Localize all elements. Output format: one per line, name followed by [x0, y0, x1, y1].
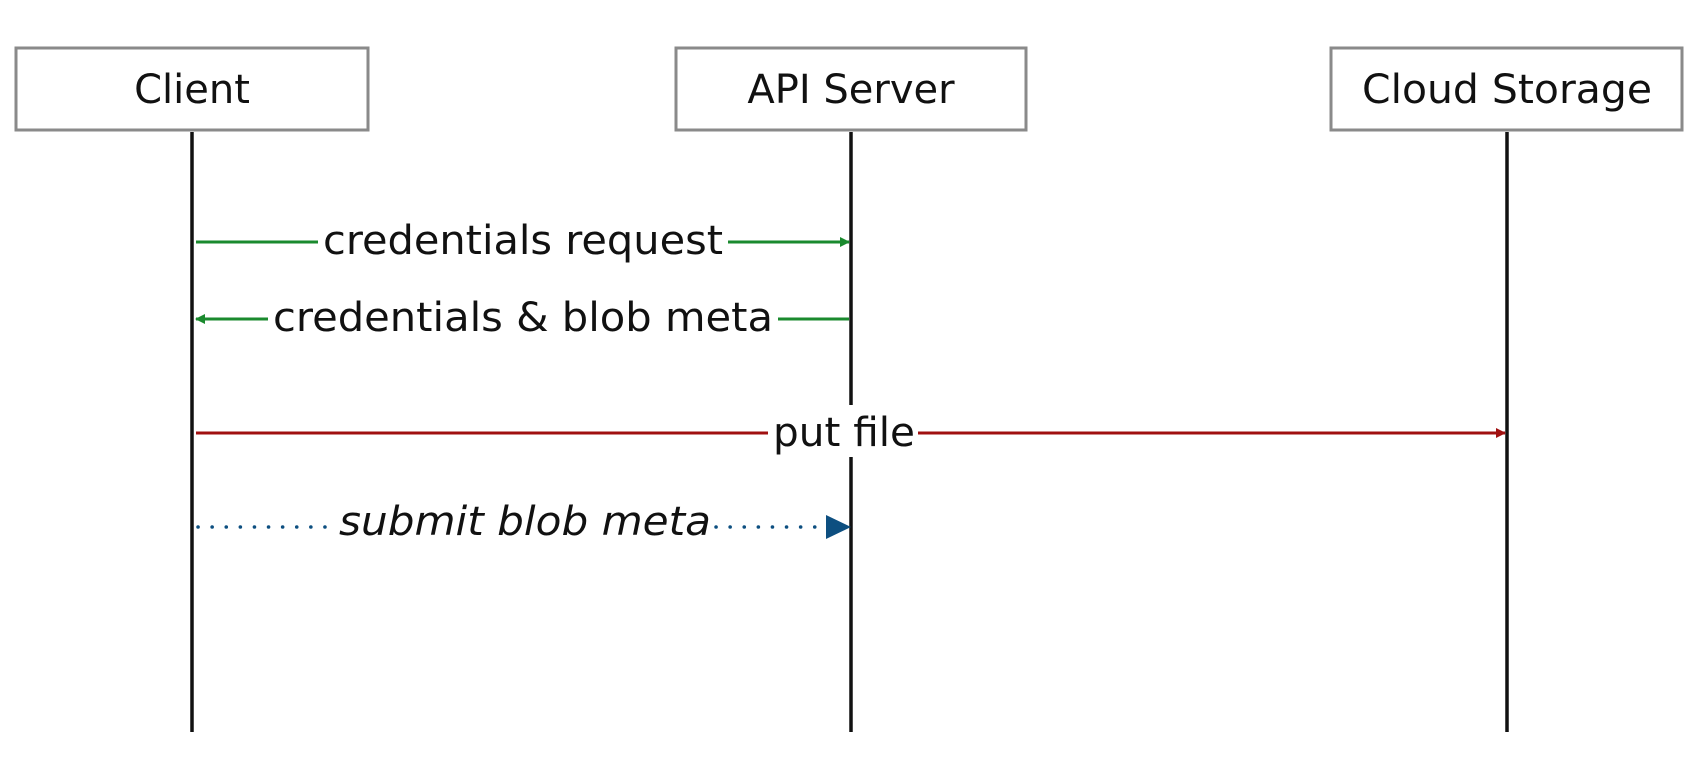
participant-client-box	[14, 46, 370, 132]
message-put-file-label-bg	[772, 405, 914, 457]
message-credentials-blob-meta: credentials & blob meta	[195, 295, 849, 341]
message-put-file: put file	[196, 405, 1506, 457]
message-submit-blob-meta-label: submit blob meta	[339, 499, 711, 545]
message-submit-blob-meta-arrowhead	[826, 515, 851, 539]
participant-cloud-storage-box	[1329, 46, 1684, 132]
message-credentials-request-label: credentials request	[323, 218, 723, 264]
participant-api-server-label: API Server	[747, 67, 955, 113]
message-credentials-request: credentials request	[196, 218, 850, 264]
message-credentials-blob-meta-label: credentials & blob meta	[273, 295, 773, 341]
participant-api-server: API Server	[674, 46, 1028, 132]
participant-cloud-storage: Cloud Storage	[1329, 46, 1684, 132]
participant-client: Client	[14, 46, 370, 132]
participant-client-label: Client	[134, 67, 250, 113]
participant-api-server-box	[674, 46, 1028, 132]
participant-cloud-storage-label: Cloud Storage	[1362, 67, 1652, 113]
message-submit-blob-meta: submit blob meta	[196, 499, 851, 545]
message-put-file-label: put file	[773, 410, 915, 456]
